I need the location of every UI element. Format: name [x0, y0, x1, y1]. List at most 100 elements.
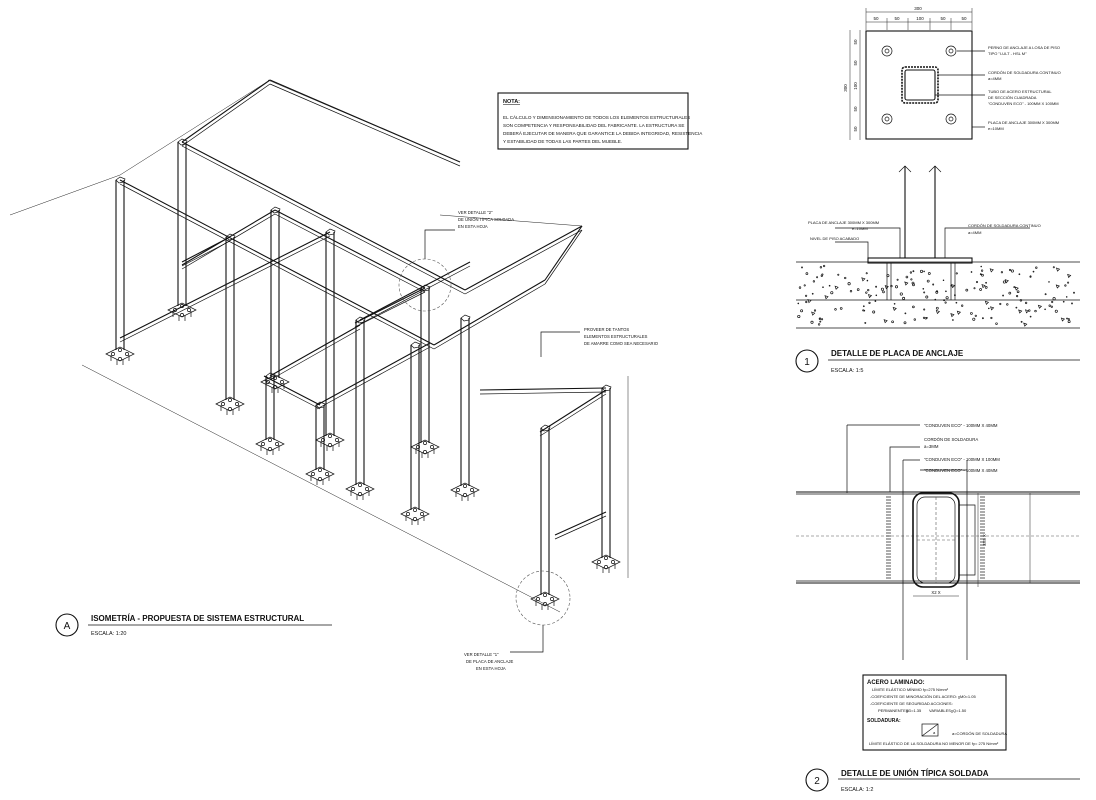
base-plate: [591, 554, 621, 570]
detail-1-title-block: 1 DETALLE DE PLACA DE ANCLAJE ESCALA: 1:…: [795, 349, 1080, 374]
base-plate: [167, 302, 197, 318]
bolt-icon: [180, 313, 184, 317]
steel-properties-box: ACERO LAMINADO: LÍMITE ELÁSTICO MÍNIMO f…: [862, 674, 1007, 751]
beam: [119, 231, 331, 343]
isometric-title-block: A ISOMETRÍA - PROPUESTA DE SISTEMA ESTRU…: [55, 613, 332, 637]
svg-text:"CONDUVEN ECO" - 100MM X 40MM: "CONDUVEN ECO" - 100MM X 40MM: [924, 468, 998, 473]
beam: [119, 179, 435, 350]
column: [591, 384, 621, 573]
bolt-icon: [311, 472, 315, 476]
column: [105, 176, 135, 365]
beam: [539, 389, 607, 437]
bolt-icon: [318, 468, 322, 472]
bolt-icon: [321, 438, 325, 442]
bolt-icon: [945, 113, 957, 125]
view-scale: ESCALA: 1:20: [91, 631, 126, 637]
beam: [181, 79, 271, 147]
svg-text:300: 300: [914, 6, 922, 11]
svg-text:50: 50: [961, 16, 967, 21]
svg-text:a=4MM: a=4MM: [988, 76, 1001, 81]
svg-text:50: 50: [853, 60, 858, 66]
svg-text:e=10MM: e=10MM: [988, 126, 1004, 131]
beam: [464, 225, 583, 295]
svg-text:EN ESTA HOJA: EN ESTA HOJA: [458, 224, 488, 229]
bolt-icon: [268, 447, 272, 451]
bolt-icon: [358, 483, 362, 487]
svg-text:a=CORDÓN DE SOLDADURA: a=CORDÓN DE SOLDADURA: [952, 731, 1007, 736]
bolt-icon: [456, 488, 460, 492]
bolt-icon: [413, 508, 417, 512]
view-title: ISOMETRÍA - PROPUESTA DE SISTEMA ESTRUCT…: [91, 614, 304, 623]
callout-provider: PROVEER DE TANTOS ELEMENTOS ESTRUCTURALE…: [540, 327, 659, 357]
base-plate: [400, 506, 430, 522]
base-plate: [215, 396, 245, 412]
svg-text:ɣQ=1.50: ɣQ=1.50: [951, 708, 967, 713]
column: [400, 341, 430, 525]
svg-text:CORDÓN DE SOLDADURA CONTINUO: CORDÓN DE SOLDADURA CONTINUO: [988, 70, 1061, 75]
svg-text:VER DETALLE "2": VER DETALLE "2": [458, 210, 493, 215]
svg-text:CORDÓN DE SOLDADURA CONTINUO: CORDÓN DE SOLDADURA CONTINUO: [968, 223, 1041, 228]
svg-text:100: 100: [853, 82, 858, 90]
svg-text:DE UNIÓN TÍPICA SOLDADA: DE UNIÓN TÍPICA SOLDADA: [458, 217, 514, 222]
beam: [479, 387, 607, 395]
svg-text:-COEFICIENTE DE MINORACIÓN DEL: -COEFICIENTE DE MINORACIÓN DEL ACERO:: [870, 694, 957, 699]
svg-text:PERMANENTES:: PERMANENTES:: [878, 708, 910, 713]
svg-text:VARIABLES: VARIABLES: [929, 708, 951, 713]
bolt-icon: [328, 434, 332, 438]
svg-text:PROVEER DE TANTOS: PROVEER DE TANTOS: [584, 327, 629, 332]
column: [315, 228, 345, 451]
isometric-structure: [105, 79, 621, 610]
svg-text:PERNO DE ANCLAJE A LOSA DE PIS: PERNO DE ANCLAJE A LOSA DE PISO: [988, 45, 1060, 50]
view-scale: ESCALA: 1:5: [831, 368, 863, 374]
bolt-icon: [604, 556, 608, 560]
iso-dimensions: [9, 79, 629, 613]
bolt-icon: [111, 352, 115, 356]
column: [345, 316, 375, 500]
detail-2-joint: 3X5 X X2 X "CONDUVEN ECO" - 100MM X 40MM…: [796, 423, 1080, 660]
bolt-icon: [228, 398, 232, 402]
beam: [263, 375, 321, 410]
callout-detail-2: VER DETALLE "2" DE UNIÓN TÍPICA SOLDADA …: [398, 210, 514, 312]
bolt-icon: [945, 45, 957, 57]
bolt-icon: [611, 560, 615, 564]
base-plate: [530, 591, 560, 607]
weld-symbol-icon: [921, 723, 939, 737]
bolt-icon: [365, 487, 369, 491]
svg-text:50: 50: [853, 39, 858, 45]
bolt-icon: [180, 304, 184, 308]
bolt-icon: [275, 442, 279, 446]
bolt-icon: [335, 438, 339, 442]
svg-text:ɣG=1.35: ɣG=1.35: [906, 708, 922, 713]
concrete-hatch: [797, 264, 1075, 327]
detail-1-section: PLACA DE ANCLAJE 300MM X 300MM e=10MM CO…: [796, 165, 1080, 329]
svg-text:PLACA DE ANCLAJE 300MM X 300MM: PLACA DE ANCLAJE 300MM X 300MM: [808, 220, 879, 225]
svg-text:"CONDUVEN ECO" - 100MM X 40MM: "CONDUVEN ECO" - 100MM X 40MM: [924, 423, 998, 428]
svg-text:SOLDADURA:: SOLDADURA:: [867, 718, 901, 724]
bolt-icon: [550, 597, 554, 601]
bolt-icon: [423, 450, 427, 454]
svg-text:300: 300: [843, 84, 848, 92]
bolt-icon: [463, 484, 467, 488]
note-line: SON COMPETENCIA Y RESPONSABILIDAD DEL FA…: [503, 123, 684, 128]
bolt-icon: [597, 560, 601, 564]
bolt-icon: [423, 441, 427, 445]
note-line: EL CÁLCULO Y DIMENSIONAMIENTO DE TODOS L…: [503, 114, 690, 120]
note-line: Y ESTABILIDAD DE TODAS LAS PARTES DEL MU…: [503, 139, 622, 144]
bolt-icon: [328, 443, 332, 447]
column: [410, 284, 440, 458]
svg-text:EN ESTA HOJA: EN ESTA HOJA: [476, 666, 506, 671]
column: [260, 206, 290, 393]
beam: [354, 287, 426, 328]
svg-text:CORDÓN DE SOLDADURA: CORDÓN DE SOLDADURA: [924, 437, 978, 442]
bolt-icon: [173, 308, 177, 312]
anchor-plate-section: [867, 257, 973, 264]
detail-2-title-block: 2 DETALLE DE UNIÓN TÍPICA SOLDADA ESCALA…: [805, 768, 1080, 793]
bolt-icon: [268, 438, 272, 442]
svg-text:DE AMARRE COMO SEA NECESARIO: DE AMARRE COMO SEA NECESARIO: [584, 341, 659, 346]
column: [305, 401, 335, 485]
bolt-icon: [881, 113, 893, 125]
bolt-icon: [273, 385, 277, 389]
bolt-icon: [221, 402, 225, 406]
bolt-icon: [358, 492, 362, 496]
column: [530, 424, 560, 610]
